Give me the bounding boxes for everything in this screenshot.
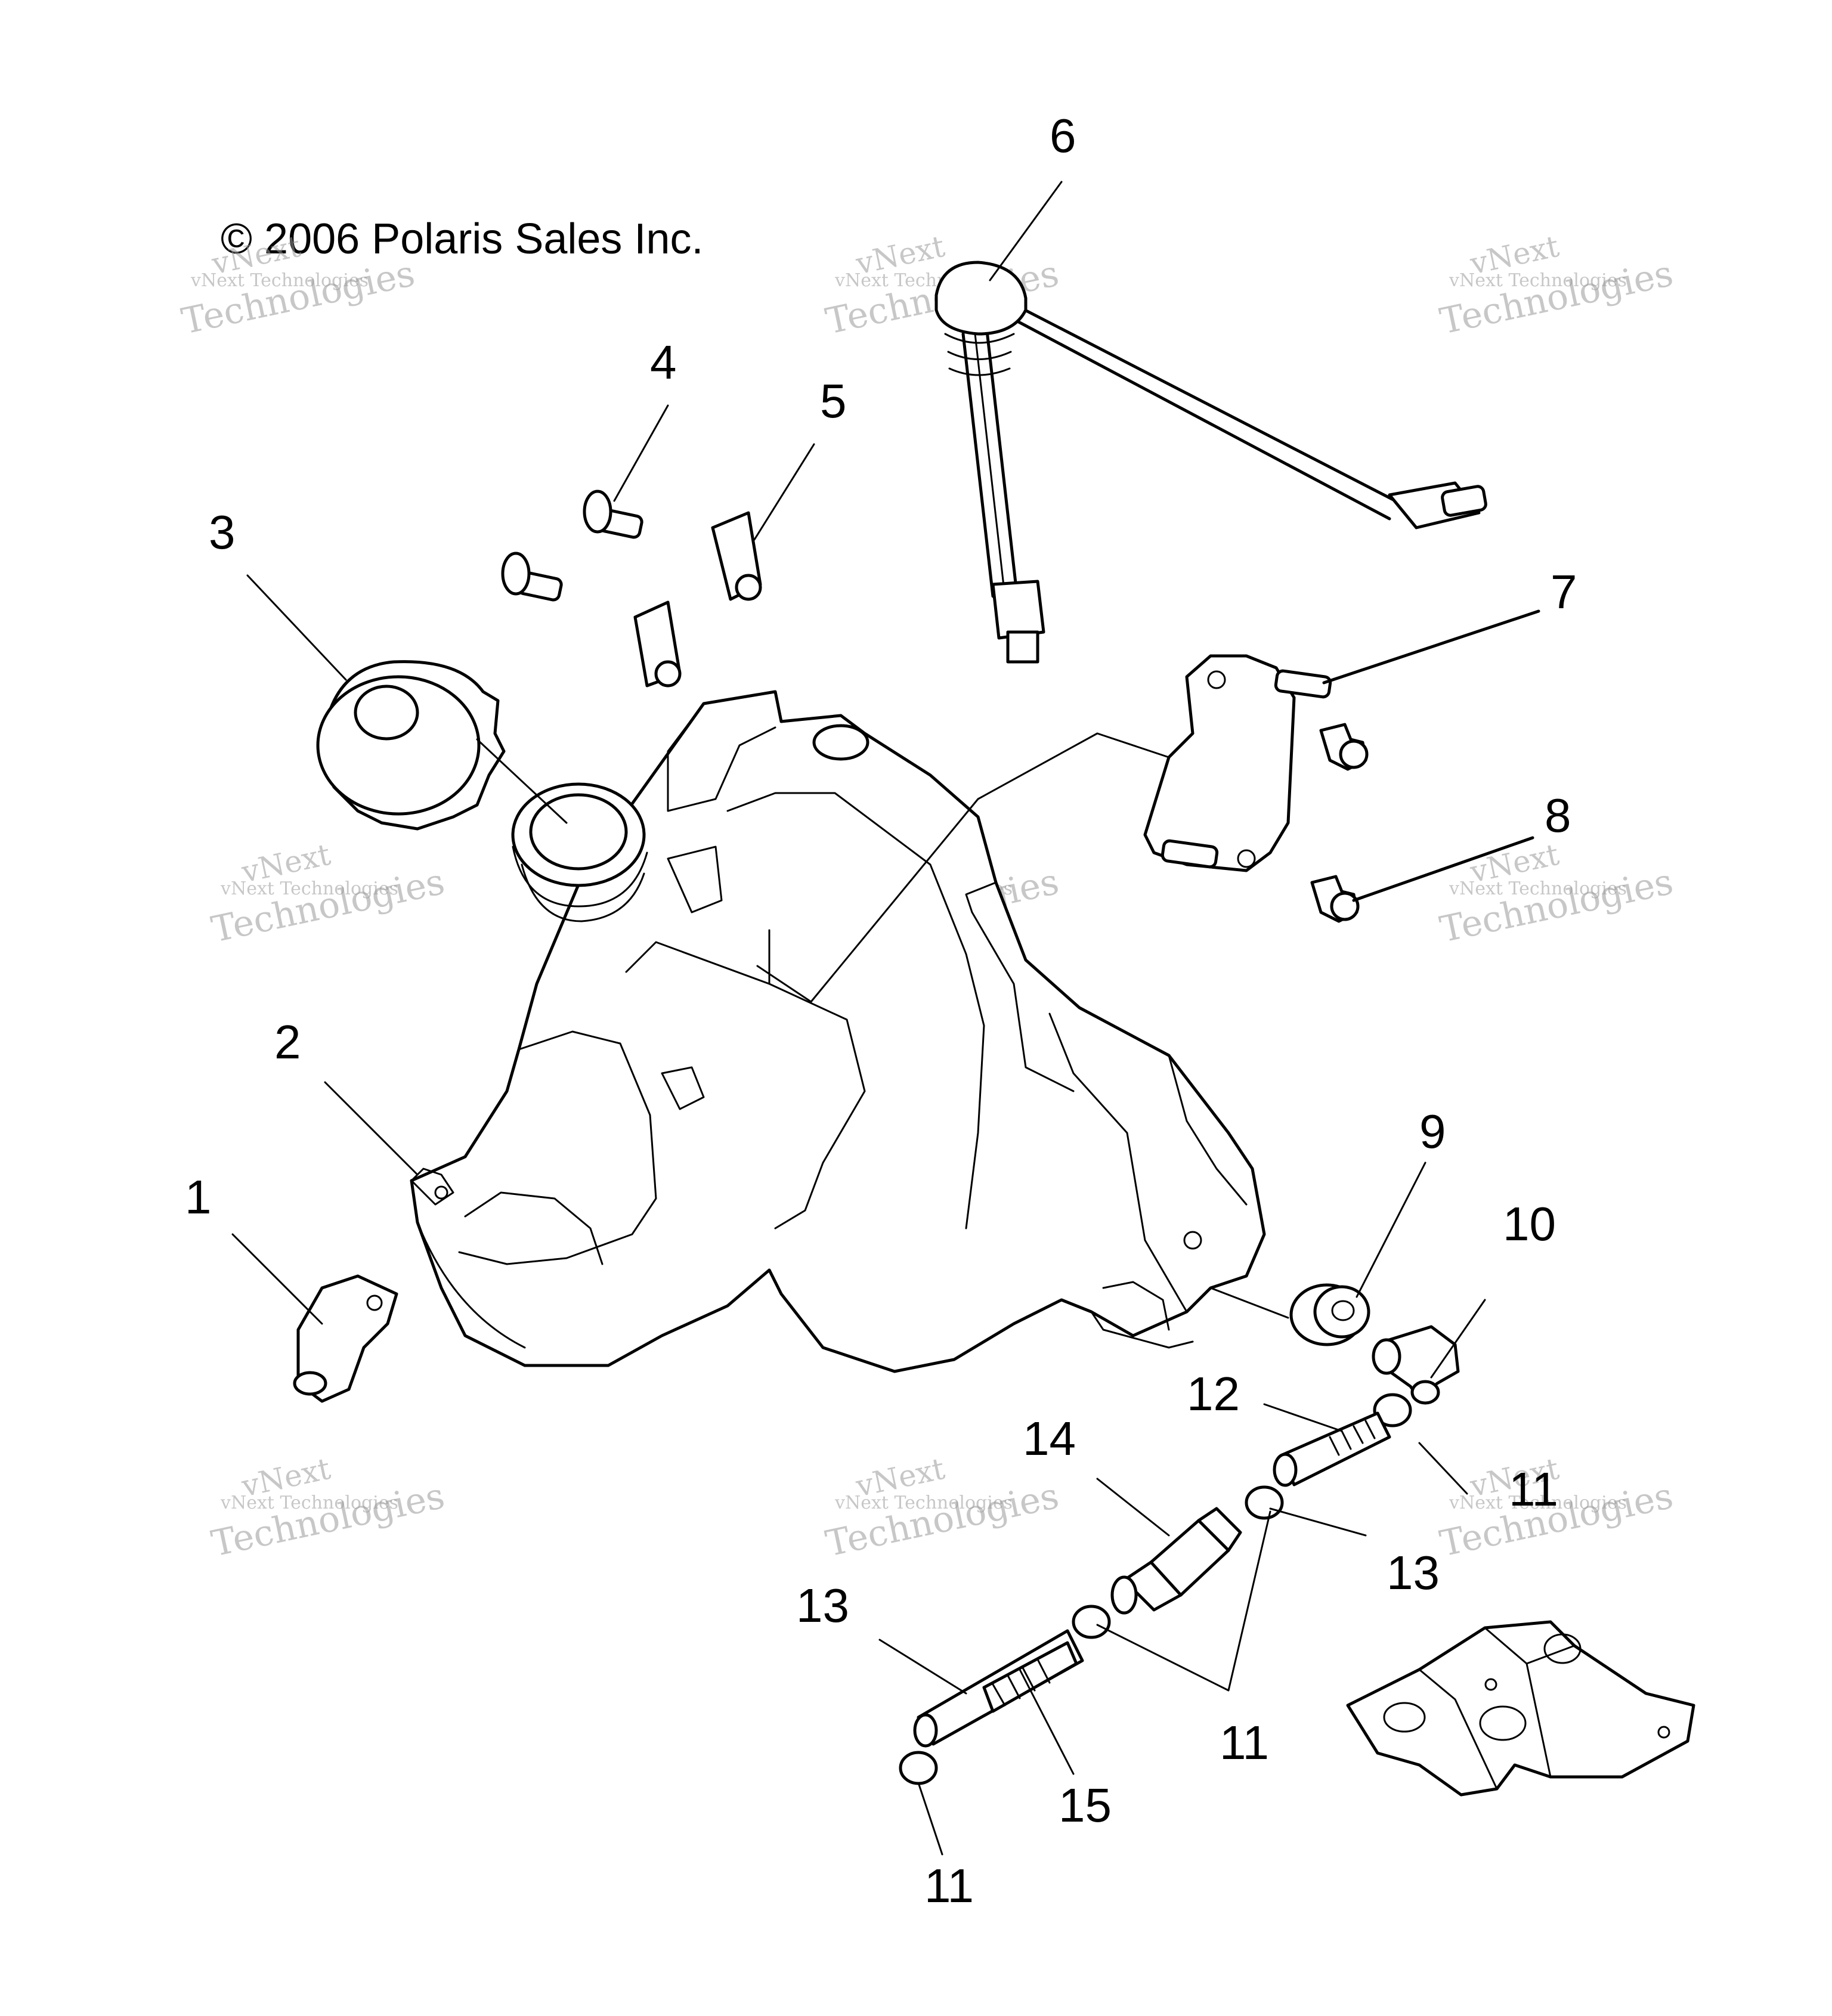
copyright-text: © 2006 Polaris Sales Inc.	[221, 215, 703, 263]
bolts-part-8	[1310, 723, 1369, 923]
callout-13-left: 13	[796, 1579, 849, 1632]
callout-10: 10	[1503, 1197, 1556, 1250]
callout-4: 4	[650, 336, 677, 389]
watermark: vNext Technologies vNext Technologies	[1437, 837, 1677, 951]
fitting-part-15	[982, 1641, 1078, 1713]
callout-15: 15	[1059, 1779, 1112, 1832]
hose-clamp-part-11	[899, 1393, 1412, 1785]
svg-text:vNext Technologies: vNext Technologies	[220, 1492, 398, 1513]
watermark: vNext Technologies vNext Technologies	[208, 837, 448, 951]
callout-14: 14	[1023, 1412, 1076, 1465]
watermark: vNext Technologies vNext Technologies	[822, 1451, 1063, 1565]
leader-lines	[231, 181, 1540, 1856]
svg-text:vNext Technologies: vNext Technologies	[1449, 1492, 1627, 1513]
bracket-part-7	[1143, 654, 1332, 872]
svg-text:vNext Technologies: vNext Technologies	[834, 1492, 1013, 1513]
callout-11-bottom: 11	[924, 1859, 974, 1912]
mounting-bracket-lower	[1346, 1620, 1695, 1797]
watermark: vNext Technologies vNext Technologies	[1437, 229, 1677, 343]
callout-6: 6	[1050, 109, 1076, 162]
svg-text:vNext Technologies: vNext Technologies	[190, 270, 369, 291]
elbow-fitting-part-10	[1372, 1325, 1460, 1405]
clip-nuts-part-5	[633, 511, 762, 688]
callout-11-middle: 11	[1220, 1716, 1269, 1769]
callouts: 1 2 3 4 5 6 7 8 9 10 12 11 14 13 13 11 1…	[185, 109, 1577, 1912]
fuel-cap-part-3	[316, 660, 506, 831]
callout-3: 3	[209, 506, 236, 559]
callout-8: 8	[1545, 789, 1571, 842]
callout-2: 2	[274, 1015, 301, 1069]
callout-1: 1	[185, 1170, 212, 1224]
callout-7: 7	[1551, 565, 1577, 618]
callout-11-right: 11	[1509, 1463, 1558, 1516]
svg-text:vNext Technologies: vNext Technologies	[1449, 878, 1627, 899]
svg-text:vNext Technologies: vNext Technologies	[220, 878, 398, 899]
callout-12: 12	[1187, 1367, 1240, 1420]
rivets-part-4	[501, 490, 643, 602]
callout-5: 5	[820, 374, 847, 428]
fuel-line-part-12	[1273, 1411, 1391, 1487]
watermark: vNext Technologies vNext Technologies	[208, 1451, 448, 1565]
filter-part-14	[1110, 1507, 1242, 1615]
svg-text:vNext Technologies: vNext Technologies	[1449, 270, 1627, 291]
clip-part-1	[293, 1274, 398, 1403]
fuel-sender-part-6	[934, 261, 1487, 664]
callout-13-right: 13	[1387, 1546, 1440, 1599]
callout-9: 9	[1419, 1105, 1446, 1158]
grommet-part-9	[1289, 1283, 1370, 1346]
fuel-tank-part-2	[410, 690, 1266, 1373]
